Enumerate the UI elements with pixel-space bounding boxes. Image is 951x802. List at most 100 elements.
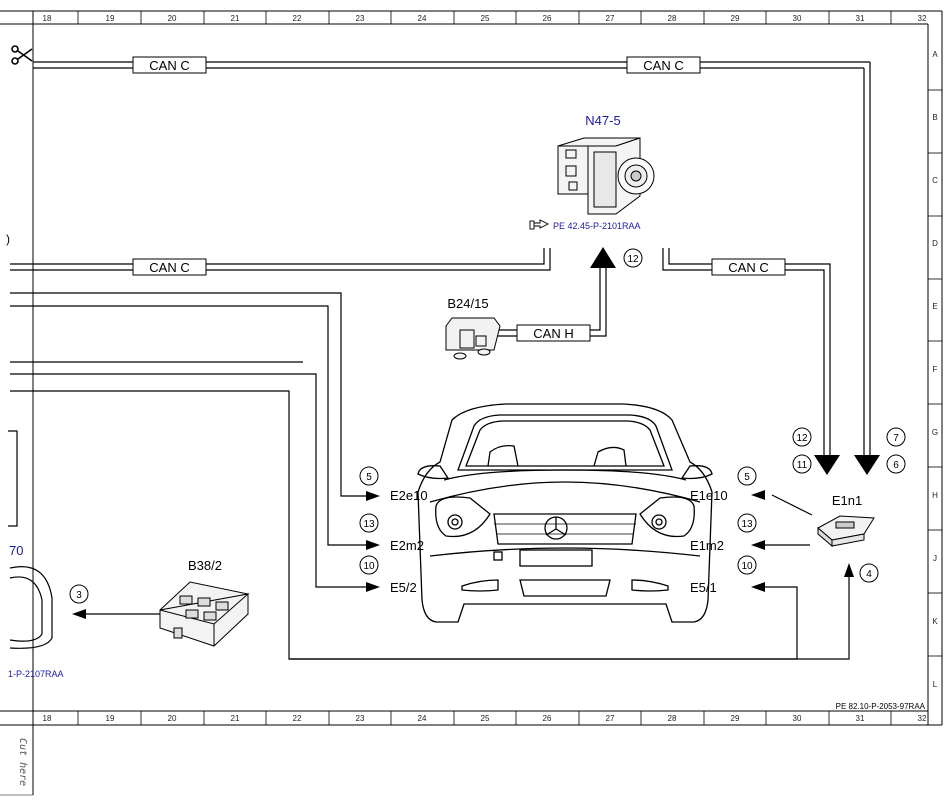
row-label: B (932, 113, 937, 122)
can-c-label-4: CAN C (728, 260, 768, 275)
can-c-label-box-4 (711, 258, 786, 276)
signal-e2e10: E2e10 (390, 488, 428, 503)
pointing-hand-icon (529, 219, 550, 230)
column-label: 31 (856, 14, 865, 23)
b24-15-label: B24/15 (447, 296, 488, 311)
column-label: 28 (668, 14, 677, 23)
signal-e1e10: E1e10 (690, 488, 728, 503)
row-label: L (933, 680, 938, 689)
signal-e5-2: E5/2 (390, 580, 417, 595)
arrow-e5-2 (366, 582, 380, 592)
column-label: 30 (793, 14, 802, 23)
b38-2-label: B38/2 (188, 558, 222, 573)
column-label: 20 (168, 14, 177, 23)
column-label: 30 (793, 714, 802, 723)
column-label: 19 (106, 714, 115, 723)
signal-e1m2: E1m2 (690, 538, 724, 553)
column-label: 23 (356, 14, 365, 23)
marker-10-left: 10 (363, 561, 375, 572)
marker-12-top-text: 12 (627, 254, 639, 265)
can-c-label-2: CAN C (643, 58, 683, 73)
left-paren: ) (6, 232, 10, 246)
cut-here-text: Cut here (17, 738, 28, 786)
arrow-to-3 (72, 609, 86, 619)
marker-11: 11 (797, 460, 808, 471)
column-label: 31 (856, 714, 865, 723)
e1n1-outgoing-wires (763, 494, 813, 546)
column-label: 23 (356, 714, 365, 723)
column-label: 21 (231, 714, 240, 723)
marker-13-left: 13 (363, 519, 375, 530)
column-label: 27 (606, 714, 615, 723)
signal-e2m2: E2m2 (390, 538, 424, 553)
column-label: 25 (481, 14, 490, 23)
left-partial-component (8, 430, 53, 649)
marker-12-top (623, 248, 643, 268)
column-label: 18 (43, 714, 52, 723)
can-c-label-3: CAN C (149, 260, 189, 275)
row-label: C (932, 176, 938, 185)
vehicle-front-view (417, 403, 713, 623)
can-c-label-box-1 (132, 56, 207, 74)
marker-4: 4 (866, 569, 872, 580)
column-label: 22 (293, 714, 302, 723)
row-label: D (932, 239, 938, 248)
column-label: 32 (918, 14, 927, 23)
column-label: 25 (481, 714, 490, 723)
marker-3: 3 (76, 590, 82, 601)
e1n1-label: E1n1 (832, 493, 862, 508)
can-h-label-box (516, 324, 591, 342)
marker-10-right: 10 (741, 561, 753, 572)
signal-e5-1: E5/1 (690, 580, 717, 595)
marker-5-left: 5 (366, 472, 372, 483)
marker-6: 6 (893, 460, 899, 471)
footer-doc-ref: PE 82.10-P-2053-97RAA (836, 702, 926, 711)
column-ticks (77, 11, 942, 725)
b38-2-sensor (159, 581, 250, 647)
column-label: 29 (731, 14, 740, 23)
row-label: G (932, 428, 938, 437)
column-label: 22 (293, 14, 302, 23)
circled-markers (69, 427, 906, 604)
column-label: 28 (668, 714, 677, 723)
can-c-label-1: CAN C (149, 58, 189, 73)
row-label: E (932, 302, 937, 311)
arrow-e1n1-up (844, 563, 854, 577)
left-signal-wires (10, 292, 850, 660)
left-partial-ref: 1-P-2107RAA (8, 669, 64, 679)
scissors-icon (11, 45, 33, 65)
can-c-label-box-3 (132, 258, 207, 276)
column-label: 19 (106, 14, 115, 23)
column-label: 21 (231, 14, 240, 23)
arrow-e1m2 (751, 540, 765, 550)
can-c-mid-bus (10, 248, 551, 271)
arrow-up-n47 (590, 247, 616, 268)
arrow-e2e10 (366, 491, 380, 501)
marker-13-right: 13 (741, 519, 753, 530)
marker-12: 12 (796, 433, 808, 444)
column-label: 29 (731, 714, 740, 723)
column-label: 20 (168, 714, 177, 723)
row-label: F (933, 365, 938, 374)
n47-5-label: N47-5 (585, 113, 620, 128)
row-label: A (932, 50, 938, 59)
column-label: 26 (543, 14, 552, 23)
column-label: 24 (418, 14, 427, 23)
arrow-e1e10 (751, 490, 765, 500)
column-label: 18 (43, 14, 52, 23)
arrow-e5-1 (751, 582, 765, 592)
n47-5-ref: PE 42.45-P-2101RAA (553, 221, 641, 231)
marker-5-right: 5 (744, 472, 750, 483)
n47-5-abs-unit (557, 137, 655, 215)
frame (0, 10, 943, 796)
row-label: J (933, 554, 937, 563)
arrow-down-right (854, 455, 880, 475)
left-partial-id: 70 (9, 543, 23, 558)
column-label: 24 (418, 714, 427, 723)
arrow-e2m2 (366, 540, 380, 550)
can-c-right-bus (662, 248, 831, 455)
